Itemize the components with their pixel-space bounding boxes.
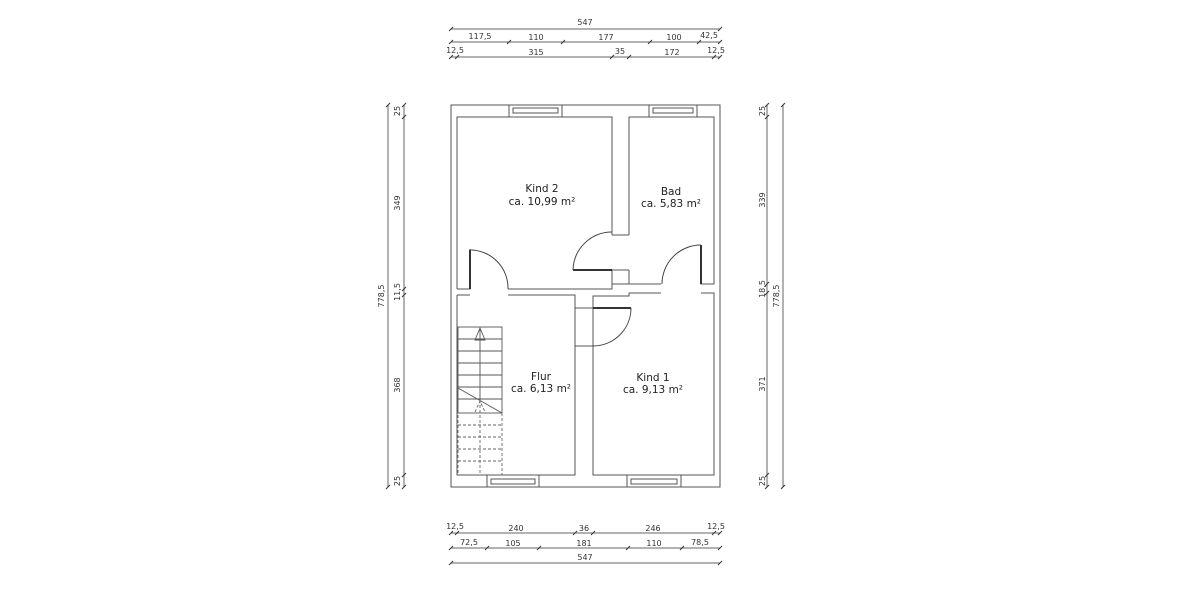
room-label-bad: Bad ca. 5,83 m² [641,186,701,210]
room-label-flur: Flur ca. 6,13 m² [511,371,571,395]
dim-bottom-r2-0: 72,5 [460,538,478,547]
door-bad-from-kind2-side [572,231,613,271]
window-flur [486,474,540,488]
stair-up-arrow-icon [474,326,486,341]
dim-bottom-r2-4: 78,5 [691,538,709,547]
room-name: Kind 2 [525,183,558,195]
dim-bottom-r1-3: 246 [645,524,660,533]
dim-top-r2-2: 177 [598,33,613,42]
dim-top-r3-0: 12,5 [446,46,464,55]
dim-bottom-r1-0: 12,5 [446,522,464,531]
room-area: ca. 5,83 m² [641,198,701,210]
dim-right-seg-1: 339 [758,192,767,207]
dim-right-seg-0: 25 [758,106,767,116]
dim-bottom-r2-3: 110 [646,539,661,548]
dim-left-seg-4: 25 [393,476,402,486]
door-kind2 [469,249,509,290]
room-area: ca. 10,99 m² [509,196,576,208]
top-dimension-chain: 547 117,5 110 177 100 42,5 12,5 315 35 1… [446,18,725,60]
dim-bottom-overall: 547 [577,553,592,562]
dim-top-r3-4: 12,5 [707,46,725,55]
dim-top-r2-4: 42,5 [700,31,718,40]
dim-bottom-r2-2: 181 [576,539,591,548]
bottom-dimension-chain: 12,5 240 36 246 12,5 72,5 105 181 110 78… [446,522,725,566]
dim-bottom-r1-4: 12,5 [707,522,725,531]
floor-plan: Kind 2 ca. 10,99 m² Bad ca. 5,83 m² Flur… [450,104,721,488]
room-label-kind1: Kind 1 ca. 9,13 m² [623,372,683,396]
window-bad [648,104,698,118]
window-kind2 [508,104,563,118]
dim-top-r3-2: 35 [615,47,625,56]
dim-right-seg-4: 25 [758,476,767,486]
dim-top-r2-3: 100 [666,33,681,42]
staircase [457,326,503,475]
dim-left-seg-1: 349 [393,195,402,210]
right-dimension-chain: 25 339 18,5 371 25 778,5 [758,102,786,490]
dim-right-seg-2: 18,5 [758,280,767,298]
room-label-kind2: Kind 2 ca. 10,99 m² [509,183,576,208]
dim-top-r3-3: 172 [664,48,679,57]
room-name: Kind 1 [636,372,669,384]
dim-bottom-r1-2: 36 [579,524,589,533]
left-dimension-chain: 778,5 25 349 11,5 368 25 [377,102,407,490]
dim-top-overall: 547 [577,18,592,27]
room-area: ca. 9,13 m² [623,384,683,396]
dim-right-seg-3: 371 [758,376,767,391]
door-bad [661,244,702,285]
room-name: Flur [531,371,552,383]
dim-right-overall: 778,5 [772,285,781,308]
room-area: ca. 6,13 m² [511,383,571,395]
dim-left-overall: 778,5 [377,285,386,308]
dim-left-seg-3: 368 [393,377,402,392]
outer-wall [450,104,721,488]
dim-top-r2-1: 110 [528,33,543,42]
room-name: Bad [661,186,681,198]
dim-left-seg-2: 11,5 [393,283,402,301]
door-kind1 [592,307,632,347]
dim-top-r3-1: 315 [528,48,543,57]
dim-bottom-r2-1: 105 [505,539,520,548]
window-kind1 [626,474,682,488]
dim-bottom-r1-1: 240 [508,524,523,533]
lower-walls [457,292,715,476]
dim-top-r2-0: 117,5 [469,32,492,41]
dim-left-seg-0: 25 [393,106,402,116]
